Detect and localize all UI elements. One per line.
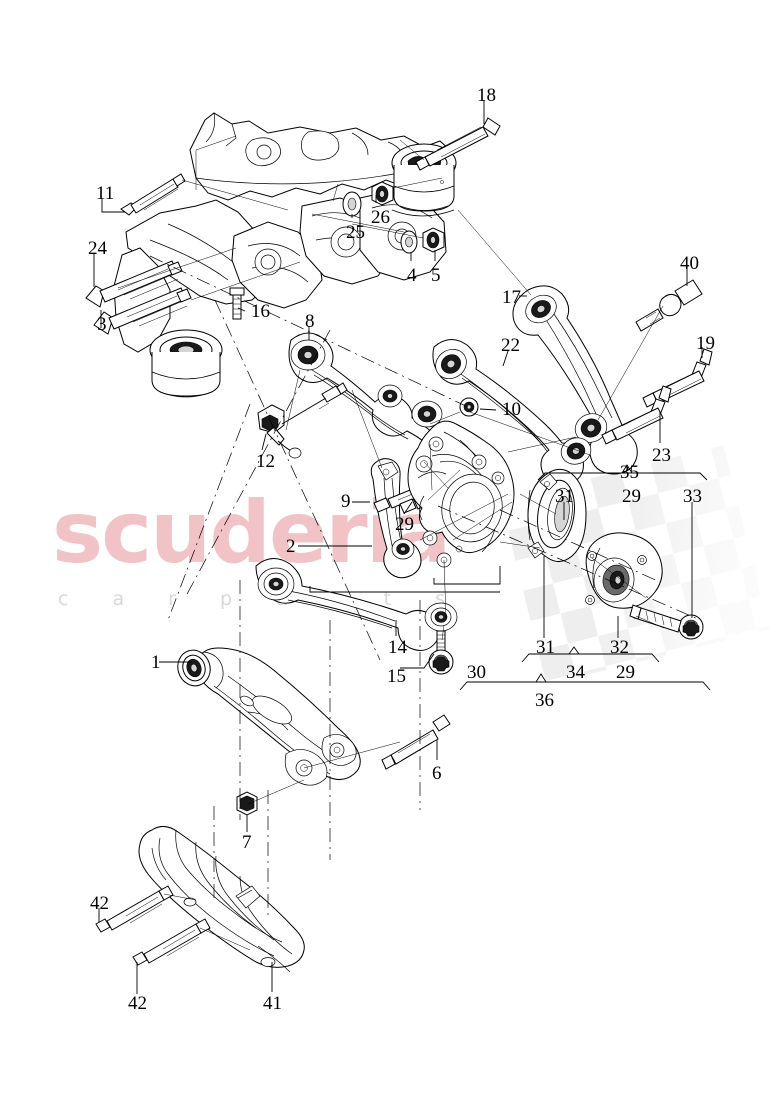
alignment-lines [118, 140, 664, 950]
track-rod-22 [430, 339, 594, 485]
callout-31-top: 31 [555, 486, 574, 507]
callout-16: 16 [251, 301, 270, 322]
callout-7: 7 [242, 832, 252, 853]
callout-24: 24 [88, 238, 107, 259]
callout-32: 32 [610, 637, 629, 658]
callout-42-upper: 42 [90, 893, 109, 914]
callout-15: 15 [387, 666, 406, 687]
tie-rod-14 [256, 558, 457, 650]
callout-9: 9 [341, 491, 351, 512]
callout-40: 40 [680, 253, 699, 274]
grouping-braces [310, 465, 710, 690]
abs-speed-sensor-40 [636, 280, 702, 331]
callout-23: 23 [652, 445, 671, 466]
washer-4 [401, 231, 417, 253]
callout-19: 19 [696, 333, 715, 354]
callout-29-left: 29 [395, 514, 414, 535]
camber-link-2 [371, 459, 421, 578]
front-guide-link-8 [289, 333, 465, 465]
callout-14: 14 [388, 637, 407, 658]
nut-26 [372, 182, 393, 205]
callout-10: 10 [502, 399, 521, 420]
callout-6: 6 [432, 763, 442, 784]
wheel-bearing-31 [528, 469, 586, 561]
bolt-42-upper [96, 886, 173, 932]
callout-41: 41 [263, 993, 282, 1014]
center-axis-lines [150, 136, 700, 916]
callout-29-bottom: 29 [616, 662, 635, 683]
callout-30: 30 [467, 662, 486, 683]
bolt-18 [416, 118, 500, 170]
callout-25: 25 [346, 222, 365, 243]
lower-control-arm-1 [173, 646, 360, 785]
callout-22: 22 [501, 335, 520, 356]
callout-18: 18 [477, 85, 496, 106]
callout-12: 12 [256, 451, 275, 472]
callout-31-bottom: 31 [536, 637, 555, 658]
nut-10 [460, 398, 478, 416]
washer-25 [343, 192, 361, 216]
bolt-42-lower [133, 919, 210, 965]
leader-lines [94, 100, 702, 994]
callout-42-lower: 42 [128, 993, 147, 1014]
callout-36: 36 [535, 690, 554, 711]
wheel-hub-flange-32 [586, 533, 663, 619]
callout-8: 8 [305, 311, 315, 332]
callout-3: 3 [97, 314, 107, 335]
callout-26: 26 [371, 207, 390, 228]
callout-17: 17 [502, 287, 521, 308]
nut-7 [237, 792, 257, 815]
callout-34: 34 [566, 662, 585, 683]
callout-33: 33 [683, 486, 702, 507]
callout-2: 2 [286, 536, 296, 557]
upper-control-arm-17 [513, 286, 637, 474]
bolt-3 [94, 288, 191, 334]
nut-5 [423, 228, 444, 252]
callout-35: 35 [620, 462, 639, 483]
wheel-carrier-30 [408, 421, 514, 567]
torx-bolt-33 [630, 605, 703, 639]
underbody-cover-41 [139, 826, 304, 972]
bolt-11 [121, 174, 185, 215]
rear-subframe [114, 113, 456, 397]
callout-29-top: 29 [622, 486, 641, 507]
callout-11: 11 [96, 183, 115, 204]
sensor-bracket-12 [258, 383, 347, 458]
bolt-6 [382, 715, 450, 769]
callout-1: 1 [151, 652, 161, 673]
callout-4: 4 [407, 265, 417, 286]
bolt-16 [230, 288, 244, 319]
callout-5: 5 [431, 265, 441, 286]
torx-screw-15 [429, 631, 453, 674]
